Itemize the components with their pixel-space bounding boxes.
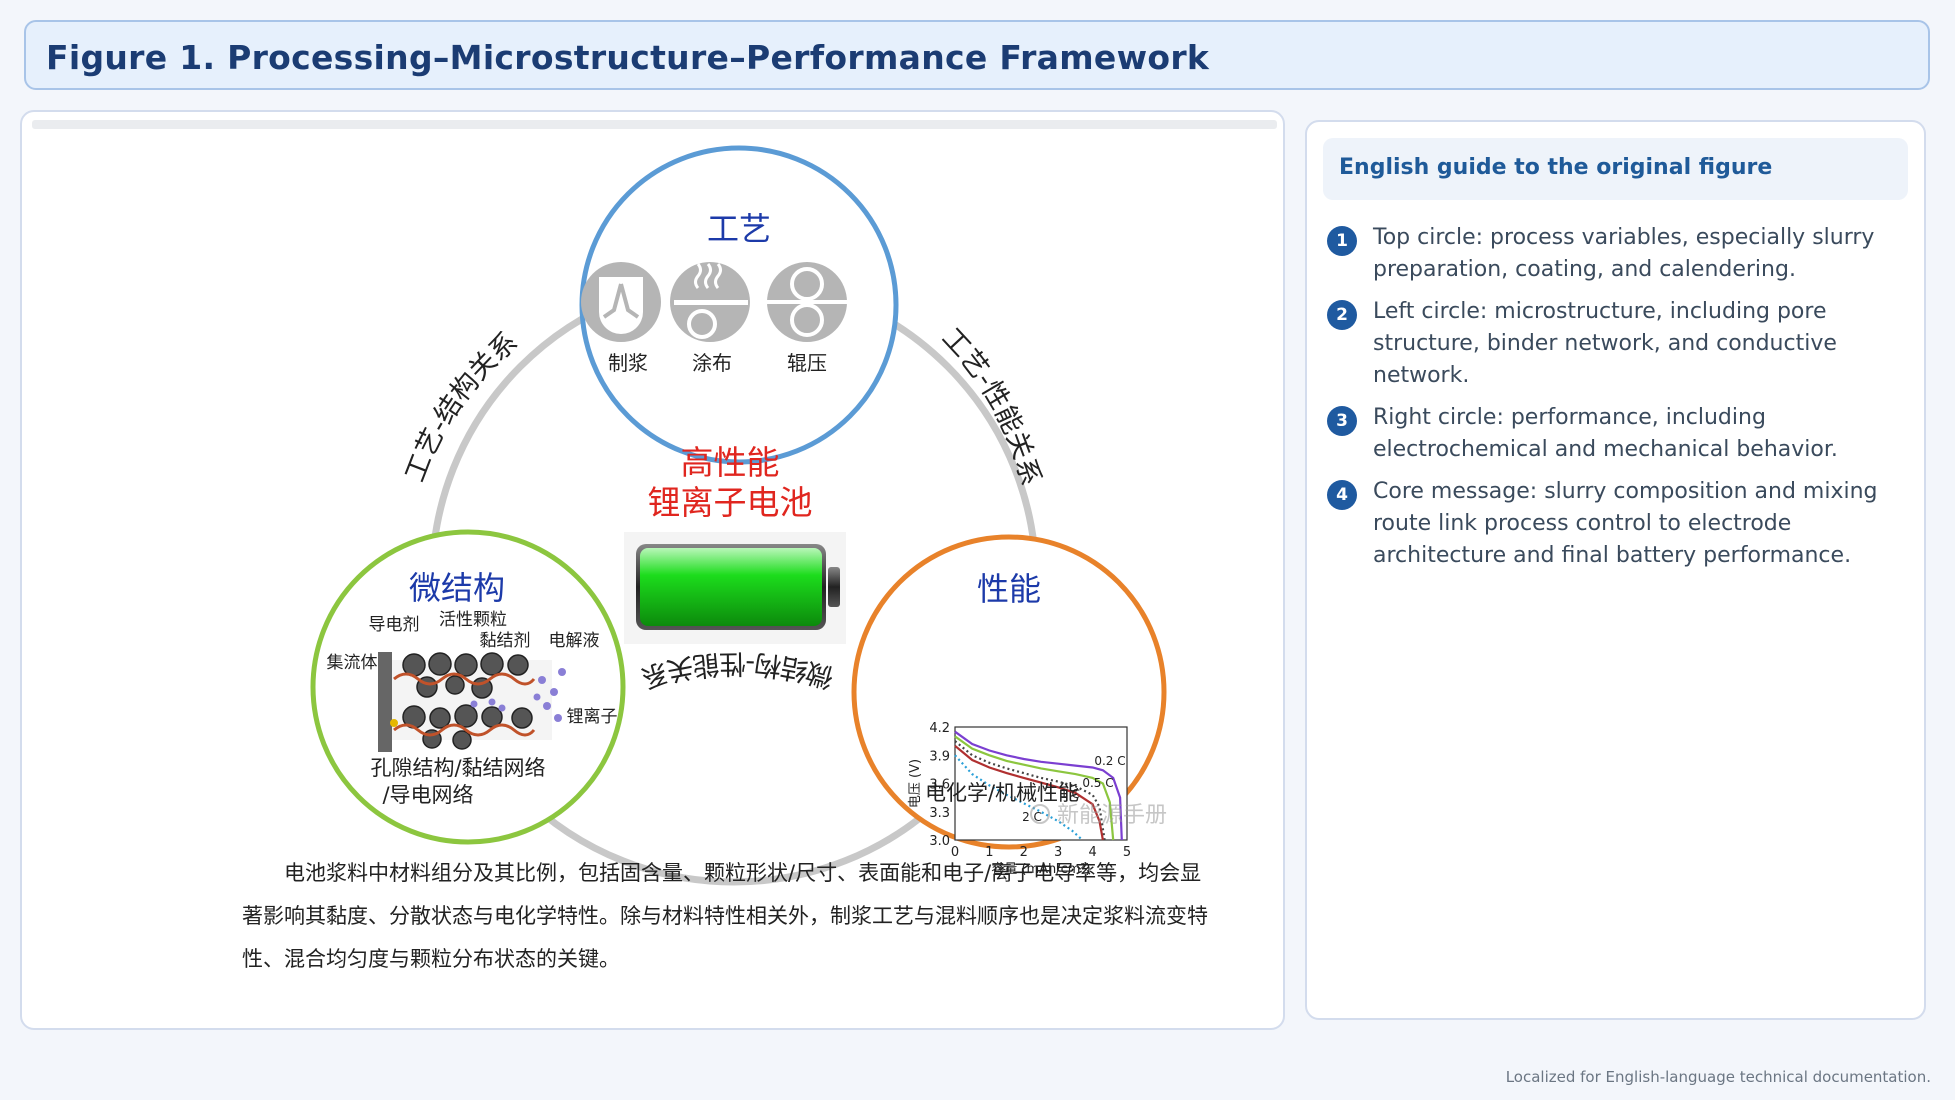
series-line (954, 735, 1115, 841)
guide-item: 1 Top circle: process variables, especial… (1327, 222, 1907, 286)
framework-diagram: 工艺-结构关系 工艺-性能关系 微结构-性能关系 工艺 (310, 145, 1167, 886)
center-label-line1: 高性能 (681, 443, 780, 482)
y-tick-label: 3.6 (929, 778, 950, 793)
guide-title: English guide to the original figure (1323, 138, 1908, 200)
guide-item: 2 Left circle: microstructure, including … (1327, 296, 1907, 392)
x-tick-label: 3 (1054, 845, 1062, 860)
center-label-line2: 锂离子电池 (648, 483, 813, 522)
perf-caption: 电化学/机械性能 (925, 781, 1079, 805)
electrode-illustration (378, 652, 566, 752)
series-line (954, 744, 1104, 841)
y-tick-label: 3.3 (929, 806, 950, 821)
label-li-ion: 锂离子 (567, 707, 618, 727)
guide-item: 4 Core message: slurry composition and mi… (1327, 476, 1907, 572)
micro-caption-line2: /导电网络 (382, 783, 473, 807)
guide-item-text: Top circle: process variables, especiall… (1373, 225, 1875, 282)
perf-title: 性能 (977, 570, 1041, 608)
y-axis-label: 电压 (V) (908, 759, 923, 808)
x-tick-label: 1 (985, 845, 993, 860)
roller-icon (767, 262, 847, 342)
process-step-label: 涂布 (692, 351, 732, 375)
series-line (954, 730, 1123, 841)
x-tick-label: 2 (1020, 845, 1028, 860)
process-circle: 工艺 制浆 涂布 辊压 (579, 145, 899, 465)
page-title: Figure 1. Processing–Microstructure–Perf… (46, 38, 1210, 77)
discharge-curve-chart: 0 1 2 3 4 5 3.0 3.3 3.6 3.9 4.2 容量 (mAh/cm²) 电压 (V) 0… (908, 721, 1131, 877)
number-badge: 2 (1327, 300, 1357, 330)
watermark: 新能源手册 (1030, 803, 1167, 828)
guide-panel: English guide to the original figure 1 To… (1305, 120, 1926, 1020)
label-active-particles: 活性颗粒 (439, 610, 507, 630)
x-tick-label: 0 (951, 845, 959, 860)
watermark-text: 新能源手册 (1057, 803, 1167, 828)
number-badge: 1 (1327, 226, 1357, 256)
x-tick-label: 5 (1123, 845, 1131, 860)
process-title: 工艺 (707, 210, 771, 248)
figure-panel: 工艺-结构关系 工艺-性能关系 微结构-性能关系 工艺 (20, 110, 1285, 1030)
guide-item-text: Left circle: microstructure, including p… (1373, 299, 1837, 388)
figure-caption: 电池浆料中材料组分及其比例，包括固含量、颗粒形状/尺寸、表面能和电子/离子电导率… (242, 861, 1208, 971)
battery-icon (624, 532, 846, 644)
arc-label-micro-perf: 微结构-性能关系 (637, 647, 837, 692)
number-badge: 3 (1327, 406, 1357, 436)
guide-item: 3 Right circle: performance, including el… (1327, 402, 1907, 466)
y-tick-label: 4.2 (929, 721, 950, 736)
label-binder: 黏结剂 (480, 631, 531, 651)
label-collector: 集流体 (327, 653, 378, 673)
series-label: 1 C (1060, 787, 1080, 801)
x-tick-label: 4 (1088, 845, 1096, 860)
figure-top-strip (32, 120, 1277, 129)
series-label: 0.5 C (1082, 776, 1113, 790)
series-label: 0.2 C (1094, 754, 1125, 768)
guide-item-text: Right circle: performance, including ele… (1373, 405, 1838, 462)
mixer-icon (581, 262, 661, 342)
micro-caption-line1: 孔隙结构/黏结网络 (370, 756, 545, 780)
footer-note: Localized for English-language technical… (1505, 1068, 1931, 1086)
label-conductive-agent: 导电剂 (369, 615, 420, 635)
micro-title: 微结构 (409, 569, 505, 607)
process-step-label: 制浆 (608, 351, 648, 375)
perf-circle: 性能 0 1 2 3 4 5 3.0 3.3 3.6 3.9 4.2 容量 (mAh/cm²) 电压 (… (851, 534, 1167, 877)
arc-label-process-micro: 工艺-结构关系 (399, 326, 523, 486)
wechat-icon (1030, 804, 1050, 824)
arc-label-process-perf: 工艺-性能关系 (936, 322, 1046, 489)
x-axis-label: 容量 (mAh/cm²) (991, 861, 1090, 877)
process-step-label: 辊压 (787, 351, 827, 375)
number-badge: 4 (1327, 480, 1357, 510)
y-tick-label: 3.0 (929, 834, 950, 849)
coating-icon (670, 262, 750, 342)
title-bar: Figure 1. Processing–Microstructure–Perf… (24, 20, 1930, 90)
guide-item-text: Core message: slurry composition and mix… (1373, 479, 1878, 568)
micro-circle: 微结构 导电剂 活性颗粒 黏结剂 电解液 集流体 锂离子 (310, 529, 626, 845)
y-tick-label: 3.9 (929, 749, 950, 764)
label-electrolyte: 电解液 (549, 631, 600, 651)
guide-list: 1 Top circle: process variables, especial… (1327, 222, 1907, 582)
